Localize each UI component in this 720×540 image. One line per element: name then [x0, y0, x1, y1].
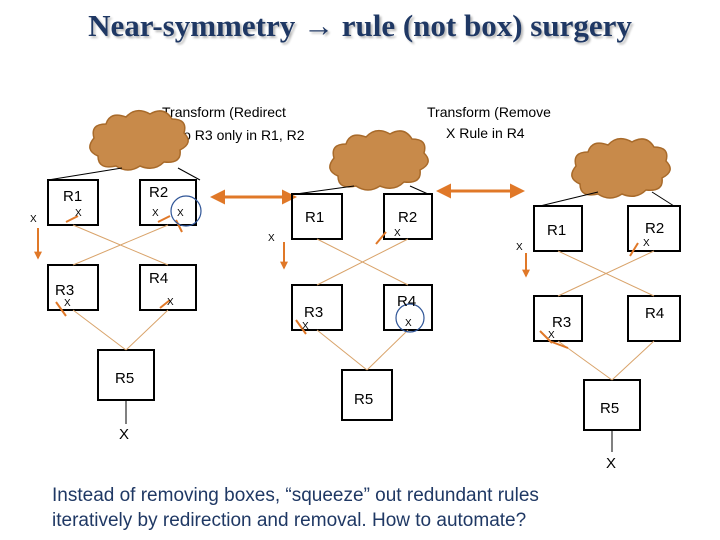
x-r4: X: [405, 318, 412, 329]
caption-remove-line1: Transform (Remove: [427, 104, 551, 120]
label-r2: R2: [398, 209, 417, 226]
x-r3: X: [302, 321, 309, 332]
caption-redirect-line1: Transform (Redirect: [162, 104, 286, 120]
x-r2: X: [394, 228, 401, 239]
highlight-ring: [170, 195, 202, 227]
panel-1: R1 R2 R3 R4 R5 X X X X X X X: [30, 109, 202, 443]
label-r3: R3: [304, 304, 323, 321]
cloud-icon: [89, 109, 189, 171]
slide-title: Near-symmetry → rule (not box) surgery: [88, 8, 632, 43]
caption-redirect-line2: X to R3 only in R1, R2: [166, 127, 305, 143]
label-r3: R3: [552, 314, 571, 331]
x-r2: X: [643, 238, 650, 249]
footer-line-1: Instead of removing boxes, “squeeze” out…: [52, 485, 539, 506]
x-outer: X: [30, 214, 37, 225]
x-outer: X: [516, 242, 523, 253]
label-r4: R4: [149, 270, 168, 287]
label-r2: R2: [645, 220, 664, 237]
highlight-ring: [395, 303, 425, 333]
label-r1: R1: [547, 222, 566, 239]
x-outer: X: [268, 233, 275, 244]
panel-3: R1 R2 R3 R4 R5 X X X X: [516, 137, 681, 472]
x-bottom: X: [119, 426, 129, 443]
label-r2: R2: [149, 184, 168, 201]
label-r1: R1: [63, 188, 82, 205]
x-bottom: X: [606, 455, 616, 472]
label-r4: R4: [645, 305, 664, 322]
label-r4: R4: [397, 293, 416, 310]
label-r1: R1: [305, 209, 324, 226]
x-r2a: X: [152, 208, 159, 219]
x-r3: X: [548, 330, 555, 341]
label-r5: R5: [354, 391, 373, 408]
panel-2: R1 R2 R3 R4 R5 X X X X: [268, 129, 433, 421]
x-r1: X: [75, 208, 82, 219]
cloud-icon: [571, 137, 671, 199]
label-r5: R5: [115, 370, 134, 387]
x-r2b: X: [177, 208, 184, 219]
footer-line-2: iteratively by redirection and removal. …: [52, 510, 527, 531]
caption-remove-line2: X Rule in R4: [446, 125, 525, 141]
footer-text: Instead of removing boxes, “squeeze” out…: [52, 483, 692, 533]
label-r5: R5: [600, 400, 619, 417]
x-r4: X: [167, 297, 174, 308]
label-r3: R3: [55, 282, 74, 299]
x-r3: X: [64, 298, 71, 309]
cloud-icon: [329, 129, 429, 191]
